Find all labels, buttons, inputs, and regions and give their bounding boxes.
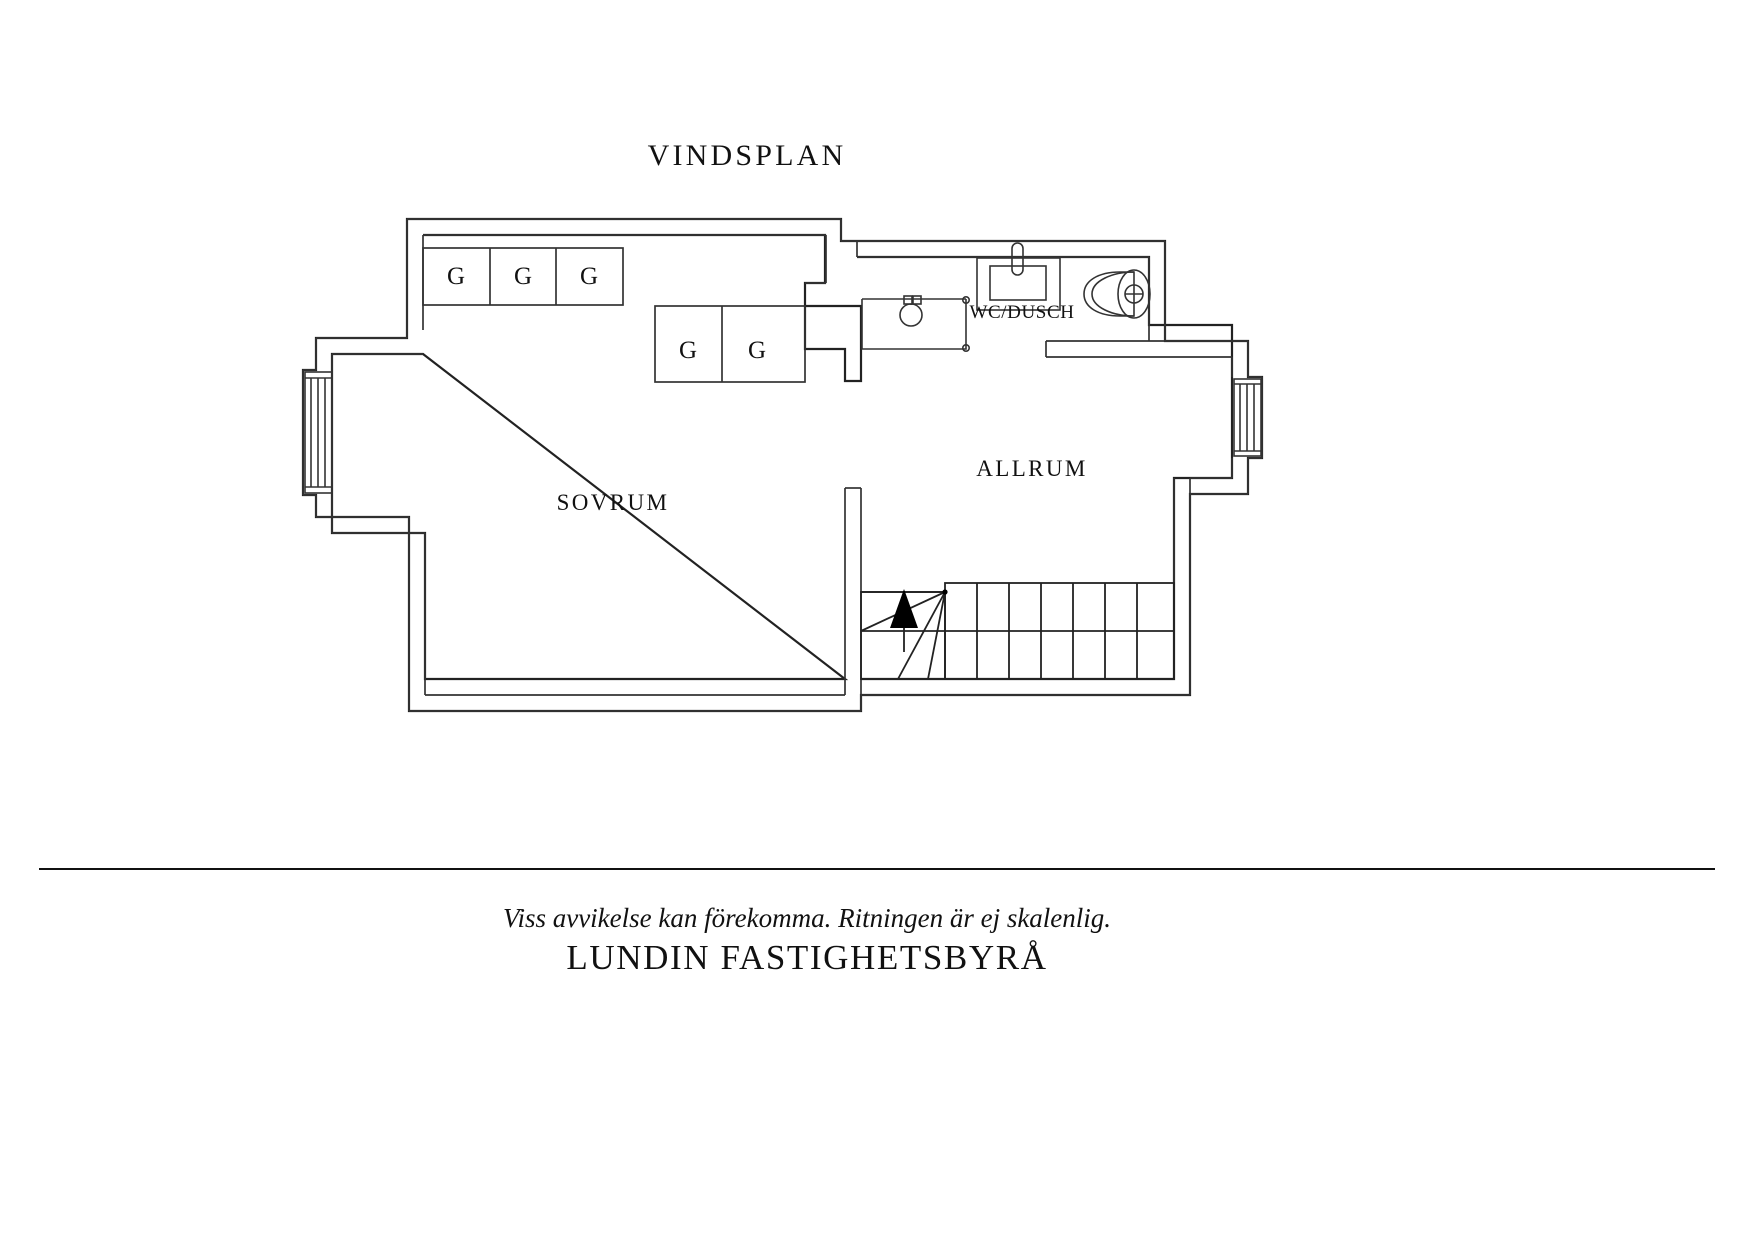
disclaimer-text: Viss avvikelse kan förekomma. Ritningen … (502, 903, 1112, 933)
room-label-allrum: ALLRUM (976, 456, 1088, 481)
toilet-icon (1083, 269, 1151, 319)
shower-enclosure (861, 295, 970, 352)
closet-label-g3: G (580, 263, 598, 290)
floor-plan-drawing: G G G G G (301, 217, 1264, 713)
window-left (304, 371, 333, 494)
closet-bank-middle: G G (654, 305, 806, 383)
room-label-wc-dusch: WC/DUSCH (969, 302, 1074, 323)
closet-label-g1: G (447, 263, 465, 290)
shower-head-icon (899, 295, 923, 327)
room-label-sovrum: SOVRUM (557, 490, 670, 515)
agency-name: LUNDIN FASTIGHETSBYRÅ (566, 938, 1048, 977)
closet-label-g4: G (679, 337, 697, 364)
footer-text-block: Viss avvikelse kan förekomma. Ritningen … (0, 903, 1684, 978)
footer-divider (39, 868, 1715, 870)
plan-title: VINDSPLAN (0, 139, 1754, 173)
plan-title-text: VINDSPLAN (647, 139, 847, 172)
staircase (860, 582, 1175, 680)
sink-basin-icon (976, 242, 1061, 311)
closet-bank-top: G G G (422, 247, 624, 306)
stair-direction-arrow (890, 589, 918, 652)
closet-label-g2: G (514, 263, 532, 290)
footer: Viss avvikelse kan förekomma. Ritningen … (0, 868, 1754, 978)
closet-label-g5: G (748, 337, 766, 364)
window-right (1233, 378, 1262, 457)
